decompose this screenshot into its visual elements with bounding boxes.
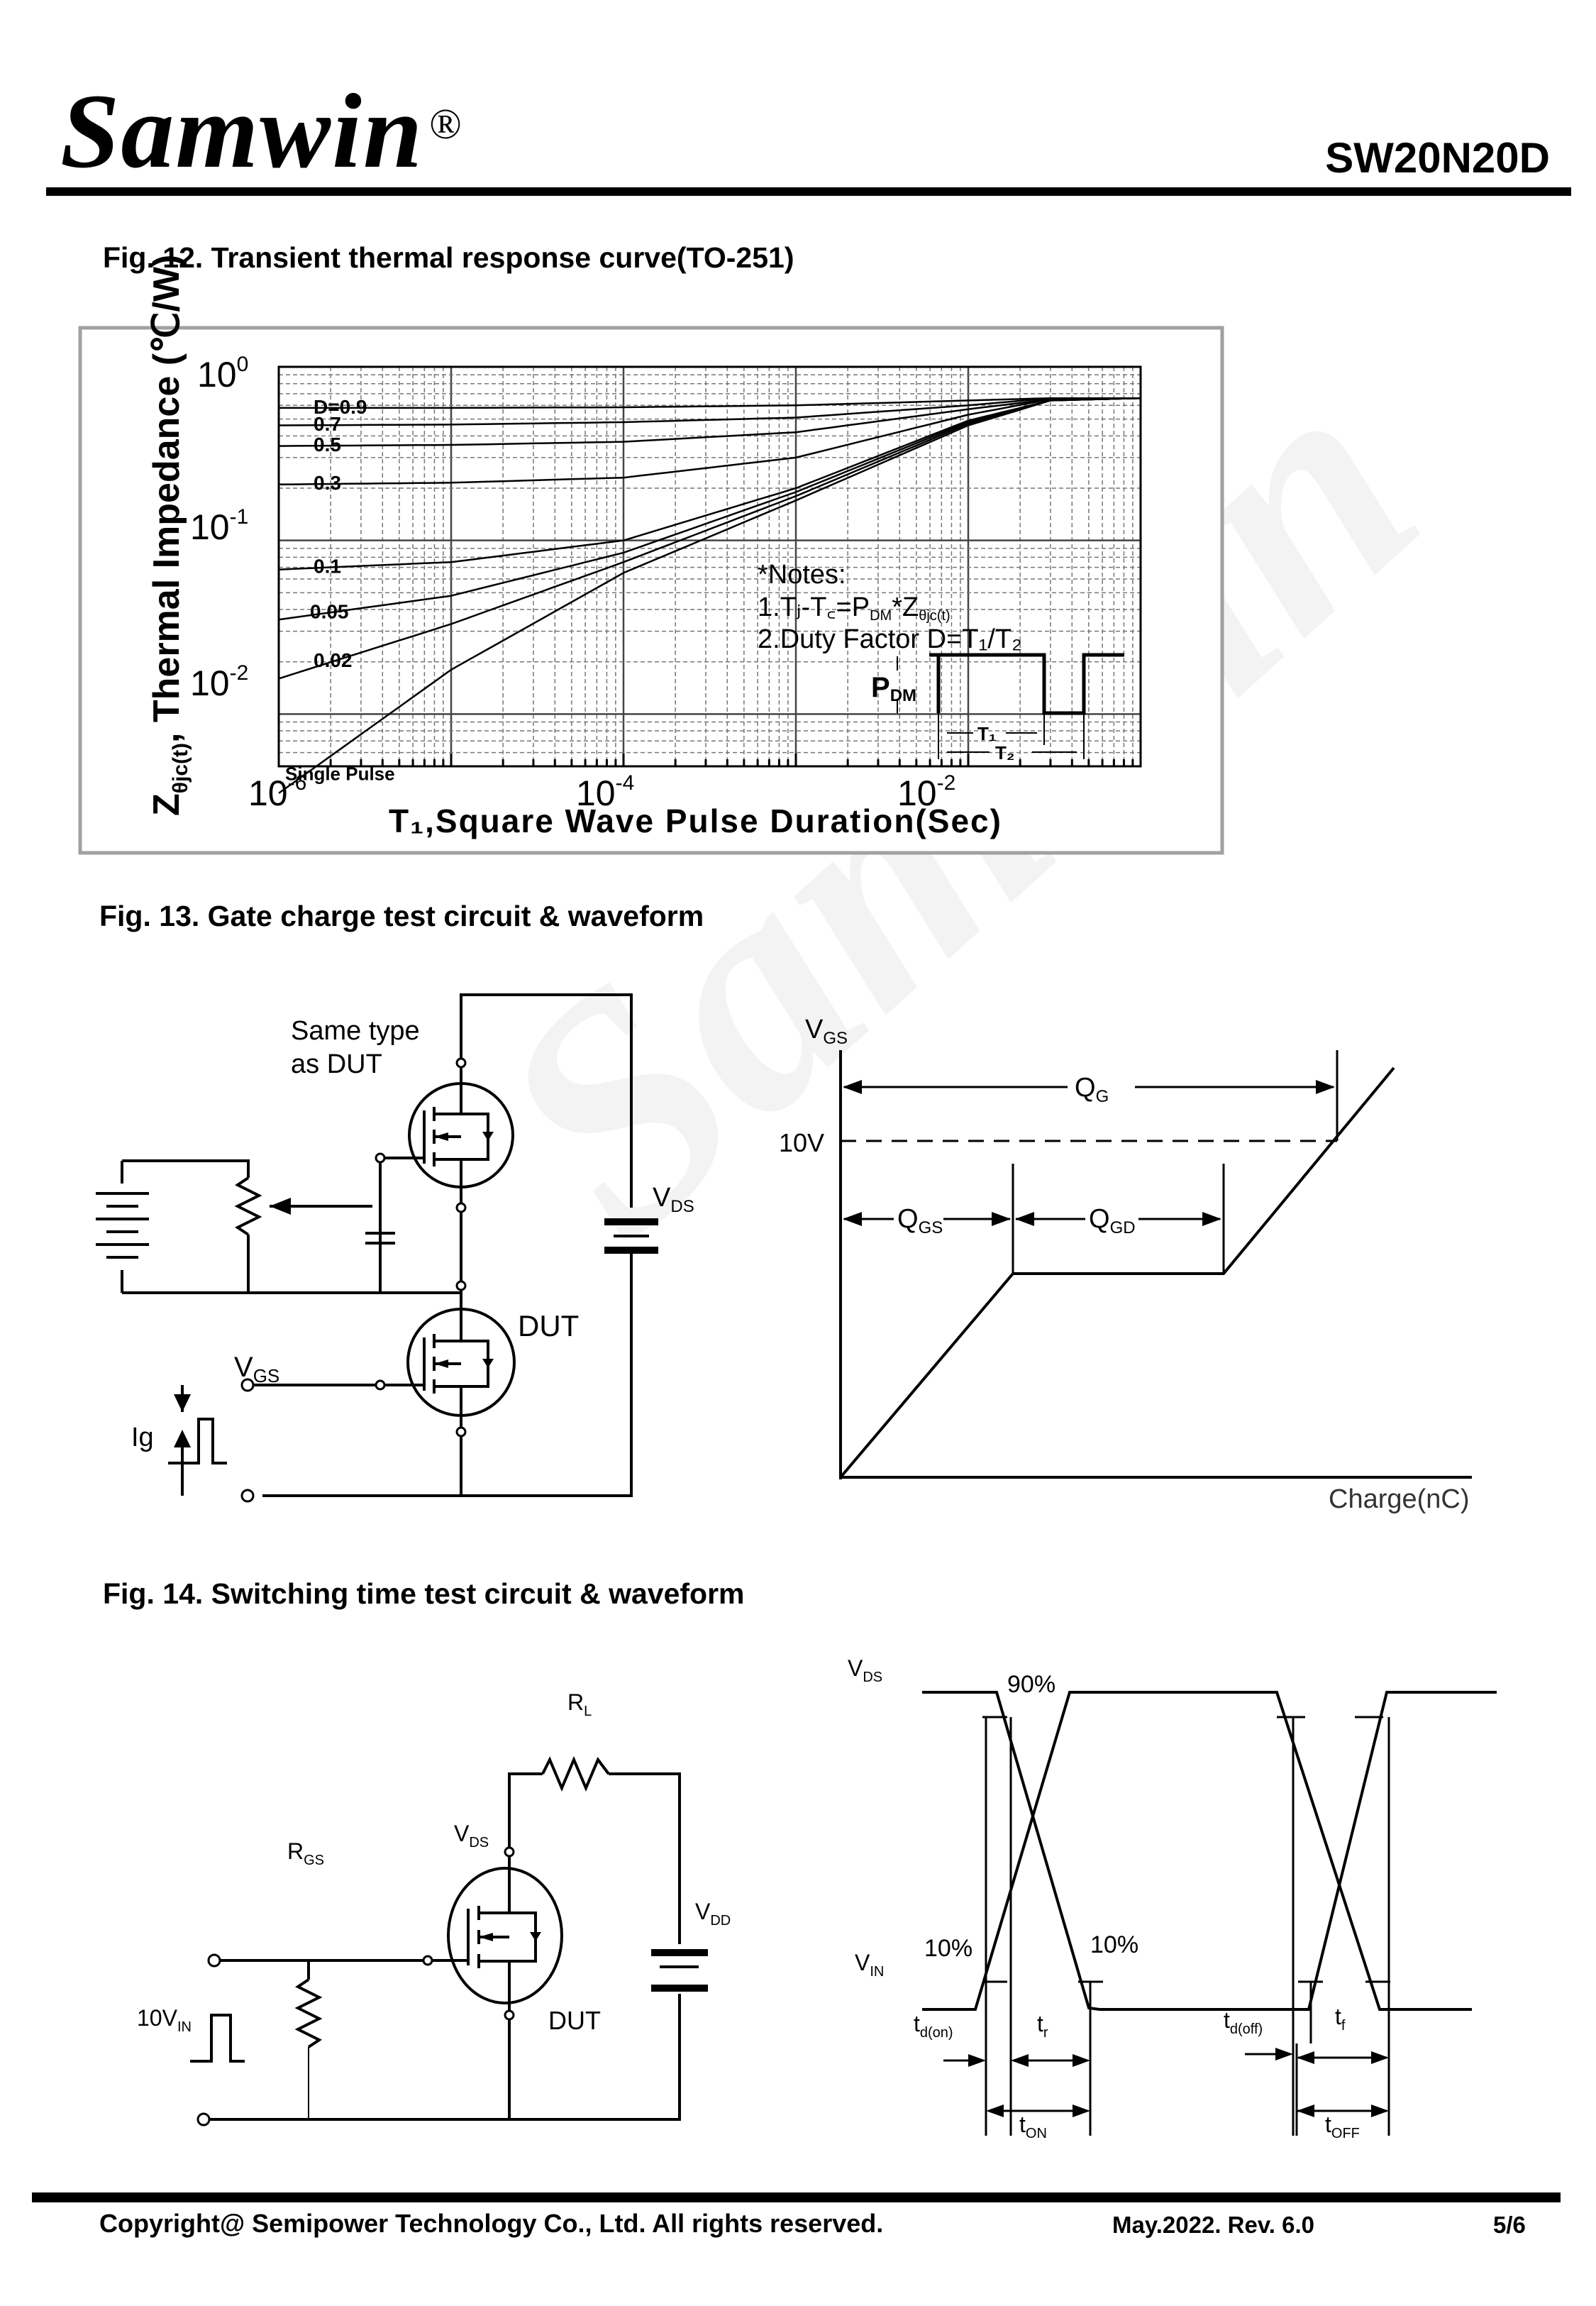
series-label: 0.5 — [314, 434, 341, 456]
vdd-label: VDD — [695, 1899, 731, 1929]
y-tick-label: 10-1 — [190, 505, 248, 547]
rl-label: RL — [567, 1689, 592, 1719]
percent-90-label: 90% — [1007, 1671, 1055, 1698]
vds-label: VDS — [653, 1183, 694, 1216]
td-on-label: td(on) — [914, 2011, 953, 2041]
x-tick-label: 10-4 — [576, 771, 634, 813]
footer-rule — [32, 2192, 1561, 2202]
tf-label: tf — [1335, 2004, 1346, 2034]
series-label: 0.3 — [314, 472, 341, 494]
rgs-label: RGS — [287, 1838, 324, 1868]
note-2: 2.Duty Factor D=T₁/T₂ — [758, 624, 1022, 654]
switching-circuit — [190, 1755, 708, 2121]
t1-label: T₁ — [977, 723, 997, 744]
qg-label: QG — [1075, 1073, 1109, 1106]
same-type-label-1: Same type — [291, 1016, 420, 1046]
tr-label: tr — [1037, 2011, 1048, 2041]
vin-source-label: 10VIN — [137, 2005, 192, 2035]
td-off-label: td(off) — [1224, 2007, 1263, 2037]
x-axis-title: T₁,Square Wave Pulse Duration(Sec) — [389, 802, 1002, 839]
part-number: SW20N20D — [1325, 134, 1550, 182]
wave-vds-label: VDS — [848, 1655, 882, 1685]
t2-label: T₂ — [995, 742, 1014, 763]
pdm-label: PDM — [871, 672, 916, 705]
y-axis-title: Zθjc(t), Thermal Impedance (℃/W) — [146, 255, 192, 816]
ig-label: Ig — [131, 1423, 154, 1452]
wave-vin-label: VIN — [855, 1950, 884, 1980]
series-label: Single Pulse — [285, 763, 395, 784]
y-tick-label: 100 — [197, 353, 248, 395]
gate-charge-waveform — [839, 1050, 1472, 1479]
ten-v-label: 10V — [779, 1128, 824, 1157]
series-label: 0.02 — [314, 649, 353, 671]
header-rule — [46, 187, 1571, 196]
dut-label: DUT — [518, 1309, 579, 1342]
wave-vgs-label: VGS — [805, 1015, 848, 1048]
copyright-text: Copyright@ Semipower Technology Co., Ltd… — [99, 2209, 884, 2238]
vds-label: VDS — [454, 1821, 489, 1850]
note-1: 1.Tⱼ-T꜀=PDM*Zθjc(t) — [758, 592, 951, 624]
page-number: 5/6 — [1493, 2212, 1526, 2238]
toff-label: tOFF — [1325, 2112, 1360, 2141]
series-label: D=0.9 — [314, 396, 367, 418]
series-line — [278, 397, 1141, 426]
series-label: 0.1 — [314, 555, 341, 577]
vgs-label: VGS — [234, 1352, 279, 1386]
x-tick-label: 10-6 — [248, 771, 306, 813]
brand-name: Samwin — [60, 72, 424, 190]
fig13-title: Fig. 13. Gate charge test circuit & wave… — [99, 900, 704, 932]
notes-title: *Notes: — [758, 560, 846, 590]
fig14-title: Fig. 14. Switching time test circuit & w… — [103, 1577, 745, 1610]
qgd-label: QGD — [1089, 1204, 1136, 1237]
qgs-label: QGS — [897, 1204, 943, 1237]
y-tick-label: 10-2 — [190, 661, 248, 703]
series-label: 0.7 — [314, 413, 341, 435]
brand-logo: Samwin® — [60, 78, 463, 184]
series-label: 0.05 — [310, 600, 349, 622]
x-tick-label: 10-2 — [897, 771, 955, 813]
switching-waveform — [922, 1691, 1497, 2136]
fig12-title: Fig. 12. Transient thermal response curv… — [103, 241, 794, 274]
same-type-label-2: as DUT — [291, 1049, 382, 1079]
percent-10-left-label: 10% — [924, 1935, 972, 1962]
registered-mark: ® — [429, 101, 463, 148]
charge-axis-label: Charge(nC) — [1329, 1484, 1470, 1514]
duty-pulse-drawing — [929, 653, 1124, 715]
series-line — [278, 397, 1141, 486]
series-line — [278, 397, 1141, 794]
percent-10-right-label: 10% — [1090, 1931, 1138, 1958]
ton-label: tON — [1019, 2112, 1047, 2141]
dut-label: DUT — [548, 2006, 601, 2035]
date-revision: May.2022. Rev. 6.0 — [1112, 2212, 1314, 2238]
